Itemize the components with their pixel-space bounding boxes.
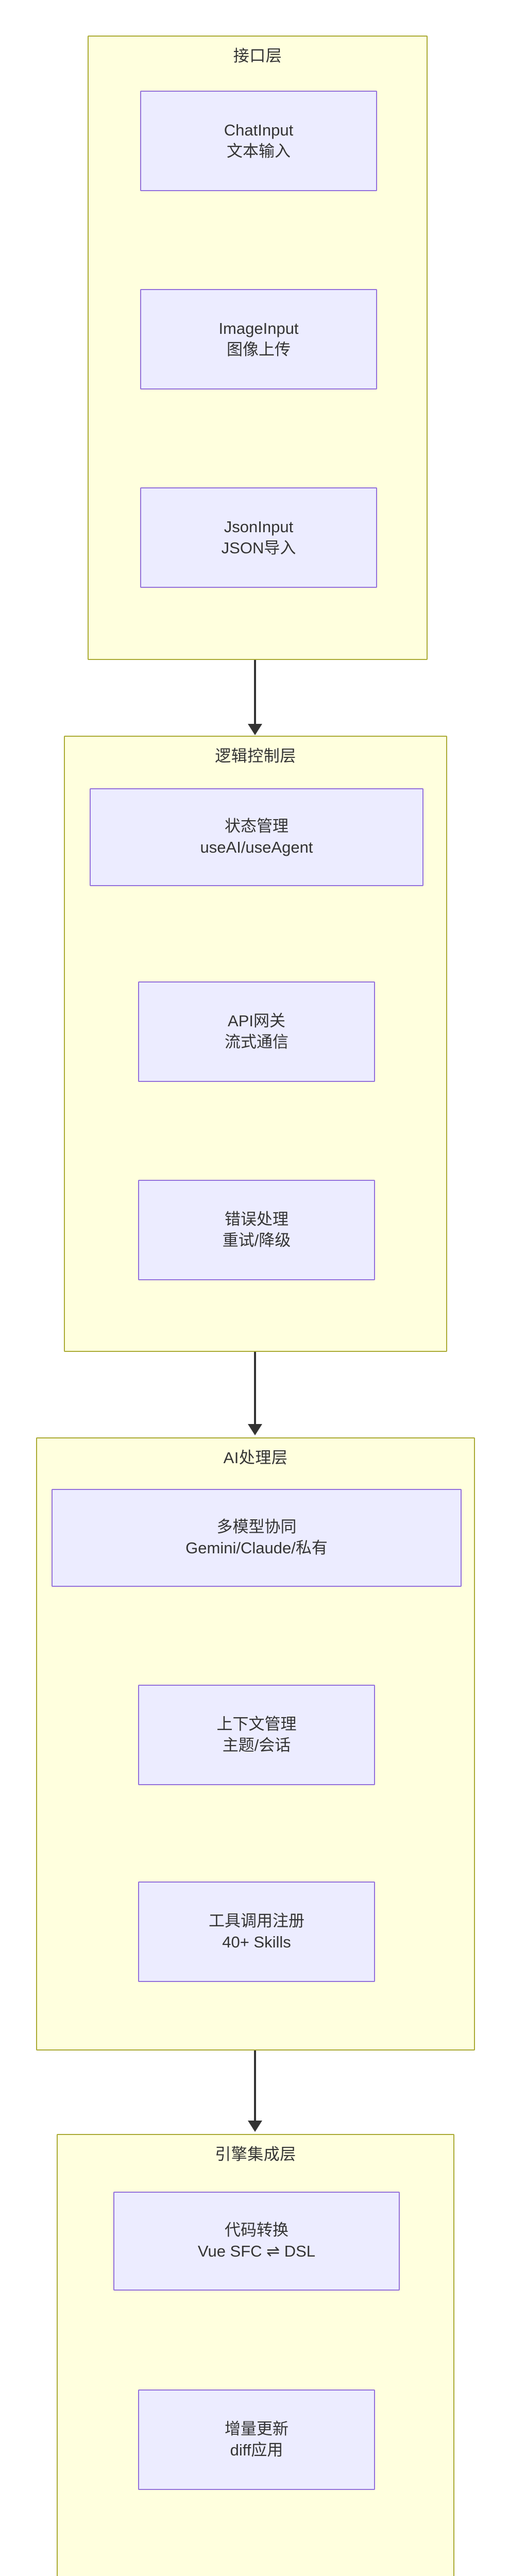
node-image-input[interactable]: ImageInput 图像上传 [140, 289, 377, 389]
cluster-logic-control-layer[interactable]: 逻辑控制层 状态管理 useAI/useAgent API网关 流式通信 错误处… [64, 736, 447, 1352]
edge-interface-to-logic-arrowhead [248, 724, 262, 735]
node-chat-input[interactable]: ChatInput 文本输入 [140, 91, 377, 191]
node-incremental-update-line2: diff应用 [230, 2441, 283, 2459]
node-multi-model-line1: 多模型协同 [216, 1518, 297, 1536]
cluster-title-logic-control-layer: 逻辑控制层 [215, 747, 296, 765]
node-state-management-line1: 状态管理 [225, 817, 289, 836]
cluster-interface-layer[interactable]: 接口层 ChatInput 文本输入 ImageInput 图像上传 JsonI… [88, 36, 428, 660]
node-multi-model[interactable]: 多模型协同 Gemini/Claude/私有 [52, 1489, 462, 1587]
edge-interface-to-logic [254, 660, 256, 725]
node-error-handling-line1: 错误处理 [225, 1210, 289, 1228]
edge-ai-to-engine-arrowhead [248, 2121, 262, 2132]
edge-ai-to-engine [254, 2050, 256, 2122]
node-context-management-line2: 主题/会话 [222, 1736, 291, 1754]
node-api-gateway-line1: API网关 [228, 1011, 285, 1030]
cluster-title-engine-integration-layer: 引擎集成层 [215, 2145, 296, 2163]
node-code-transform-line2: Vue SFC ⇌ DSL [197, 2242, 316, 2260]
edge-logic-to-ai [254, 1352, 256, 1425]
cluster-title-interface-layer: 接口层 [233, 47, 282, 65]
node-code-transform[interactable]: 代码转换 Vue SFC ⇌ DSL [113, 2192, 400, 2291]
node-multi-model-line2: Gemini/Claude/私有 [185, 1539, 328, 1557]
node-error-handling-line2: 重试/降级 [222, 1231, 291, 1249]
node-tool-registry[interactable]: 工具调用注册 40+ Skills [138, 1882, 375, 1982]
node-api-gateway[interactable]: API网关 流式通信 [138, 981, 375, 1082]
node-json-input-line2: JSON导入 [221, 538, 296, 557]
node-chat-input-line1: ChatInput [224, 121, 294, 139]
node-image-input-line2: 图像上传 [227, 340, 291, 359]
node-context-management-line1: 上下文管理 [216, 1715, 297, 1733]
node-api-gateway-line2: 流式通信 [225, 1032, 289, 1051]
node-context-management[interactable]: 上下文管理 主题/会话 [138, 1685, 375, 1785]
node-state-management[interactable]: 状态管理 useAI/useAgent [90, 788, 423, 886]
node-tool-registry-line1: 工具调用注册 [209, 1911, 304, 1930]
node-state-management-line2: useAI/useAgent [200, 838, 313, 856]
node-code-transform-line1: 代码转换 [225, 2221, 289, 2240]
node-incremental-update-line1: 增量更新 [225, 2419, 289, 2438]
cluster-ai-processing-layer[interactable]: AI处理层 多模型协同 Gemini/Claude/私有 上下文管理 主题/会话… [36, 1437, 475, 2050]
node-json-input-line1: JsonInput [224, 517, 294, 536]
node-chat-input-line2: 文本输入 [227, 142, 291, 160]
cluster-title-ai-processing-layer: AI处理层 [223, 1449, 288, 1467]
node-image-input-line1: ImageInput [218, 319, 299, 337]
node-json-input[interactable]: JsonInput JSON导入 [140, 487, 377, 588]
edge-logic-to-ai-arrowhead [248, 1424, 262, 1435]
node-error-handling[interactable]: 错误处理 重试/降级 [138, 1180, 375, 1280]
node-tool-registry-line2: 40+ Skills [222, 1933, 291, 1951]
node-incremental-update[interactable]: 增量更新 diff应用 [138, 2389, 375, 2490]
cluster-engine-integration-layer[interactable]: 引擎集成层 代码转换 Vue SFC ⇌ DSL 增量更新 diff应用 渲染同… [57, 2134, 454, 2576]
